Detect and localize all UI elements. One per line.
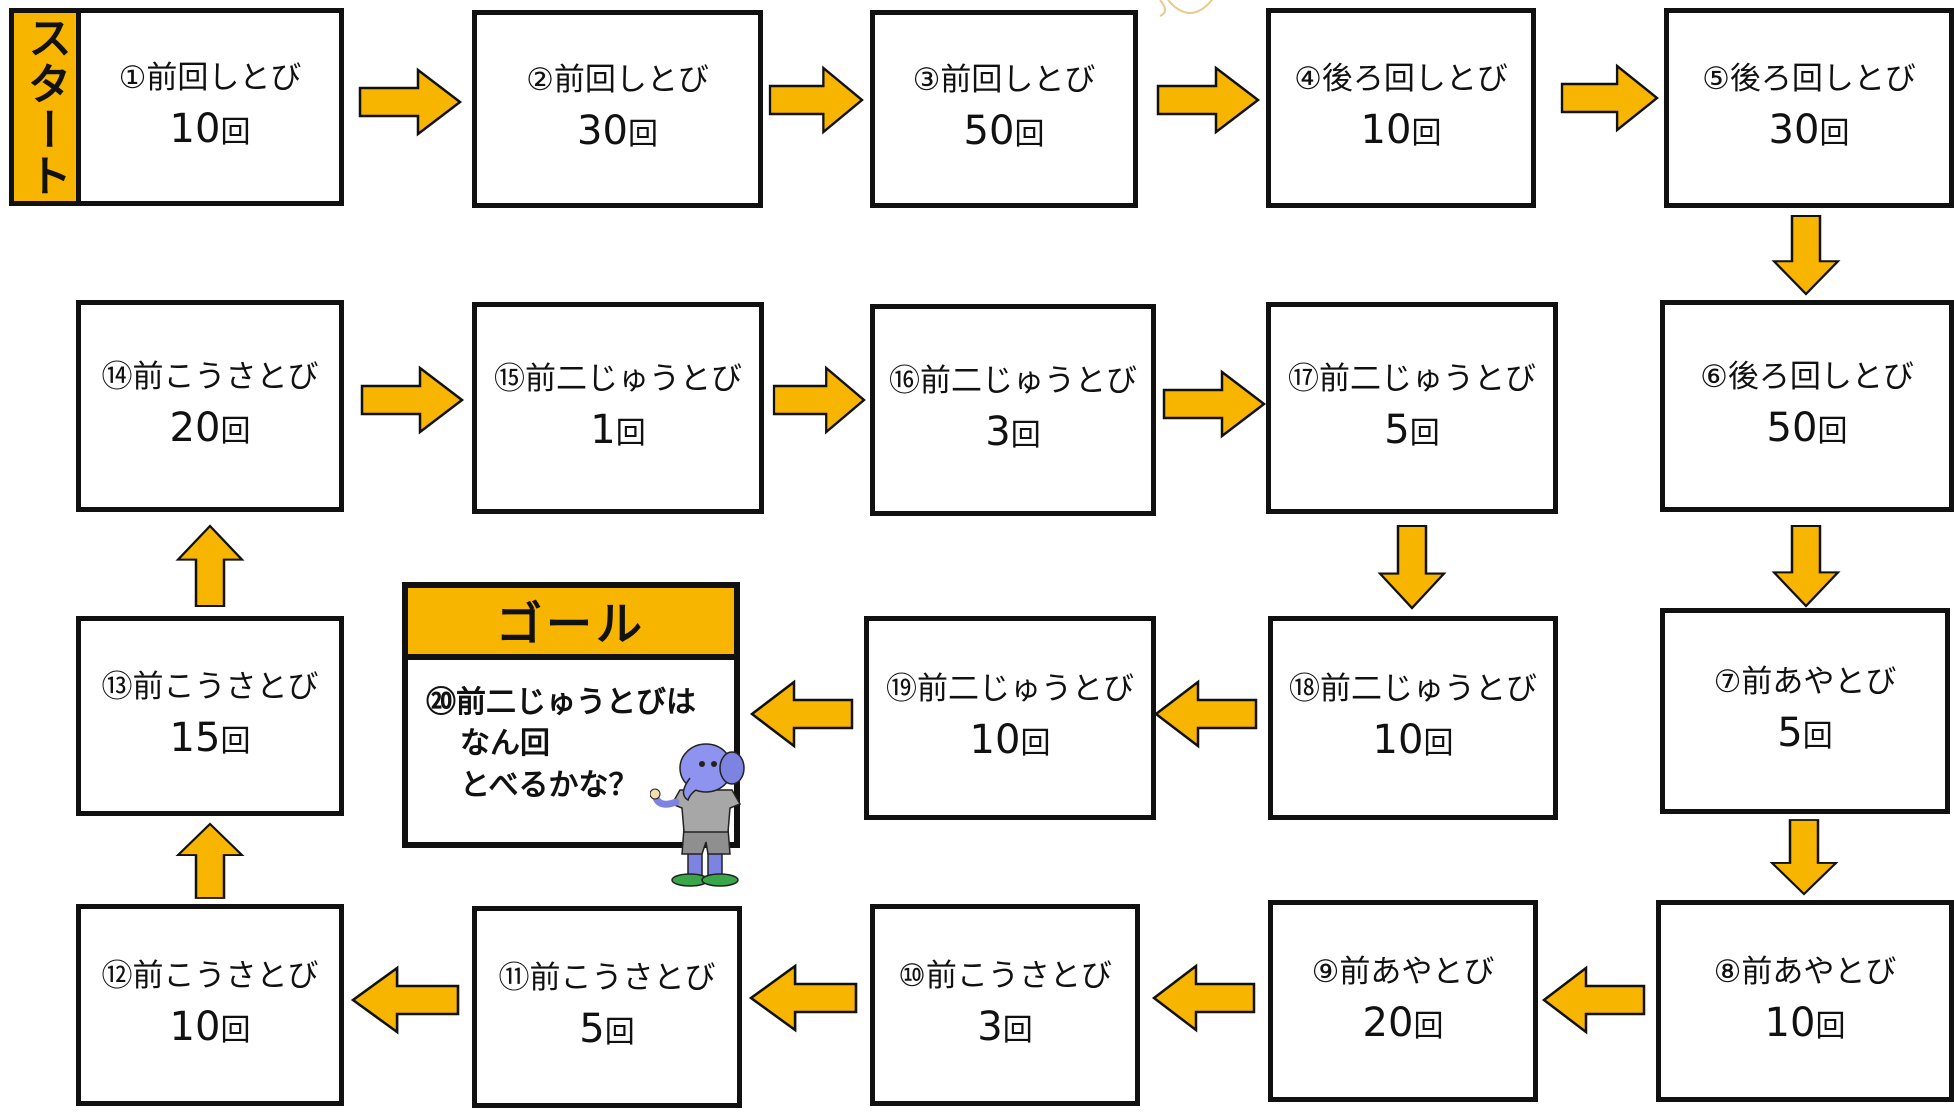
step-count: 5回: [579, 1005, 635, 1052]
step-box-15: ⑮前二じゅうとび 1回: [472, 302, 764, 514]
step-count: 15回: [169, 714, 251, 761]
step-count: 1回: [590, 406, 646, 453]
goal-text: ⑳前二じゅうとびは なん回 とべるかな？: [408, 660, 734, 806]
goal-line-3: とべるかな？: [460, 767, 639, 803]
step-label: ⑨前あやとび: [1311, 954, 1495, 991]
arrow-up-icon: [176, 822, 244, 900]
step-count: 3回: [977, 1003, 1033, 1050]
arrow-down-icon: [1772, 524, 1840, 608]
arrow-left-icon: [750, 680, 854, 748]
step-label: ①前回しとび: [118, 60, 302, 97]
step-box-14: ⑭前こうさとび 20回: [76, 300, 344, 512]
arrow-right-icon: [768, 66, 864, 134]
arrow-left-icon: [351, 966, 460, 1034]
step-label: ⑰前二じゅうとび: [1288, 361, 1536, 398]
step-label: ⑩前こうさとび: [898, 958, 1112, 995]
step-count: 20回: [169, 404, 251, 451]
step-count: 20回: [1362, 999, 1444, 1046]
step-box-5: ⑤後ろ回しとび 30回: [1664, 8, 1954, 208]
arrow-down-icon: [1378, 524, 1446, 610]
step-box-10: ⑩前こうさとび 3回: [870, 904, 1140, 1106]
decoration-icon: [1159, 0, 1213, 17]
step-box-1: ①前回しとび 10回: [76, 8, 344, 206]
arrow-right-icon: [1162, 370, 1266, 438]
step-box-8: ⑧前あやとび 10回: [1656, 900, 1954, 1102]
step-box-9: ⑨前あやとび 20回: [1268, 900, 1538, 1102]
step-label: ⑪前こうさとび: [498, 960, 716, 997]
arrow-left-icon: [1152, 964, 1256, 1032]
step-count: 5回: [1777, 709, 1833, 756]
goal-line-1: ⑳前二じゅうとびは: [426, 685, 696, 720]
arrow-down-icon: [1770, 818, 1838, 896]
step-box-7: ⑦前あやとび 5回: [1660, 608, 1950, 814]
step-label: ⑧前あやとび: [1713, 954, 1897, 991]
step-box-3: ③前回しとび 50回: [870, 10, 1138, 208]
step-box-4: ④後ろ回しとび 10回: [1266, 8, 1536, 208]
arrow-up-icon: [176, 524, 244, 608]
goal-line-2: なん回: [460, 726, 550, 762]
step-label: ⑫前こうさとび: [101, 958, 319, 995]
start-label: スタート: [9, 8, 81, 206]
step-label: ⑲前二じゅうとび: [886, 671, 1134, 708]
step-count: 10回: [169, 105, 251, 152]
step-count: 10回: [169, 1003, 251, 1050]
step-label: ⑤後ろ回しとび: [1702, 61, 1916, 98]
arrow-right-icon: [772, 366, 866, 434]
step-box-2: ②前回しとび 30回: [472, 10, 763, 208]
step-box-6: ⑥後ろ回しとび 50回: [1660, 300, 1954, 512]
arrow-right-icon: [360, 366, 464, 434]
step-count: 5回: [1384, 406, 1440, 453]
arrow-right-icon: [358, 68, 462, 136]
step-box-17: ⑰前二じゅうとび 5回: [1266, 302, 1558, 514]
arrow-left-icon: [749, 964, 858, 1032]
arrow-left-icon: [1154, 680, 1258, 748]
step-box-18: ⑱前二じゅうとび 10回: [1268, 616, 1558, 820]
step-label: ⑱前二じゅうとび: [1289, 671, 1537, 708]
step-label: ③前回しとび: [912, 62, 1096, 99]
arrow-down-icon: [1772, 214, 1840, 296]
step-label: ⑮前二じゅうとび: [494, 361, 742, 398]
step-count: 3回: [985, 408, 1041, 455]
step-box-13: ⑬前こうさとび 15回: [76, 616, 344, 816]
step-label: ⑯前二じゅうとび: [889, 363, 1137, 400]
step-label: ⑦前あやとび: [1713, 664, 1897, 701]
step-label: ⑭前こうさとび: [101, 359, 319, 396]
step-box-19: ⑲前二じゅうとび 10回: [864, 616, 1156, 820]
arrow-right-icon: [1560, 64, 1659, 132]
step-count: 50回: [1766, 404, 1848, 451]
step-count: 30回: [577, 107, 658, 154]
step-count: 10回: [1372, 716, 1454, 763]
arrow-left-icon: [1542, 966, 1646, 1034]
step-count: 10回: [969, 716, 1051, 763]
step-box-11: ⑪前こうさとび 5回: [472, 906, 742, 1108]
step-count: 50回: [963, 107, 1045, 154]
step-label: ②前回しとび: [526, 62, 709, 99]
arrow-right-icon: [1156, 66, 1260, 134]
step-box-12: ⑫前こうさとび 10回: [76, 904, 344, 1106]
goal-box: ゴール ⑳前二じゅうとびは なん回 とべるかな？: [402, 582, 740, 848]
step-label: ⑥後ろ回しとび: [1700, 359, 1914, 396]
step-box-16: ⑯前二じゅうとび 3回: [870, 304, 1156, 516]
step-count: 10回: [1764, 999, 1846, 1046]
goal-title: ゴール: [408, 588, 734, 660]
elephant-mascot-icon: [650, 743, 745, 887]
step-count: 10回: [1360, 106, 1442, 153]
step-count: 30回: [1768, 106, 1850, 153]
step-label: ⑬前こうさとび: [101, 669, 319, 706]
step-label: ④後ろ回しとび: [1294, 61, 1508, 98]
